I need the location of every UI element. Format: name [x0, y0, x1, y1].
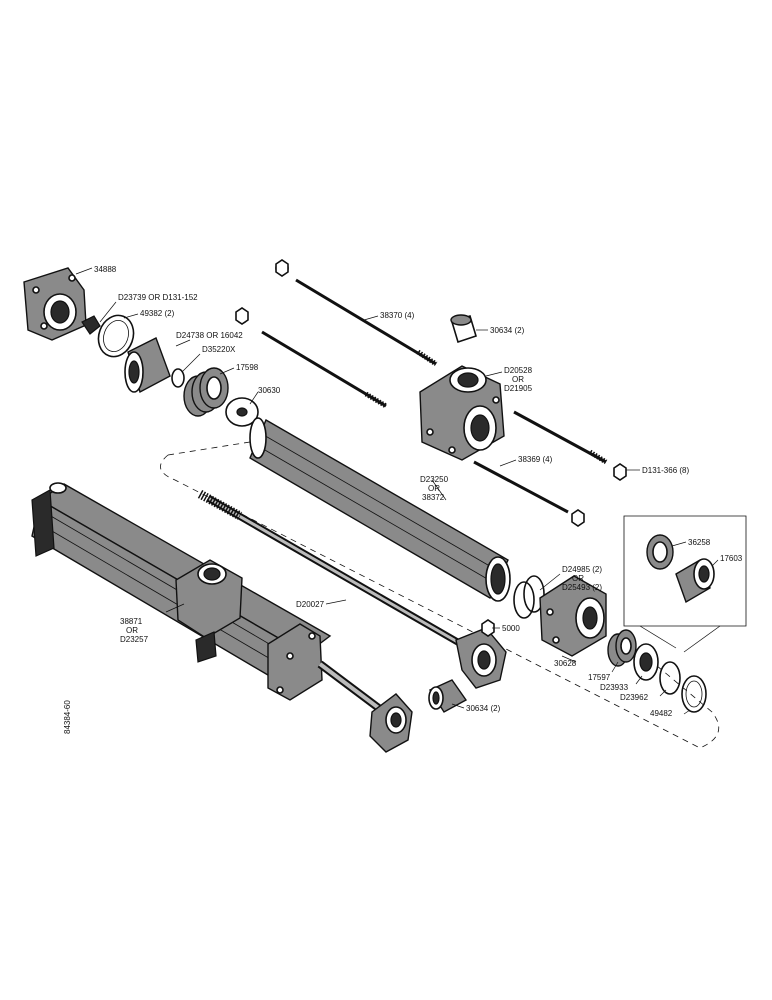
label-d20528: D20528	[504, 366, 533, 375]
label-34888: 34888	[94, 265, 117, 274]
part-36258-ring	[646, 534, 674, 570]
label-d20528-or: OR	[512, 375, 524, 384]
label-49482: 49482	[650, 709, 673, 718]
label-5000: 5000	[502, 624, 520, 633]
part-d24985-oring	[513, 575, 545, 619]
label-30628: 30628	[554, 659, 577, 668]
label-d23257: D23257	[120, 635, 149, 644]
label-d131-366: D131-366 (8)	[642, 466, 689, 475]
part-d35220x-oring	[171, 368, 185, 388]
label-d24985-or: OR	[572, 574, 584, 583]
label-17603: 17603	[720, 554, 743, 563]
part-d23739-fitting	[81, 315, 101, 335]
part-49482-ring	[681, 675, 707, 713]
part-d20528-crosshead	[419, 365, 505, 461]
label-d23739: D23739 OR D131-152	[118, 293, 198, 302]
part-38369-tie-rod-lower	[473, 460, 569, 514]
label-d23933: D23933	[600, 683, 629, 692]
label-38370: 38370 (4)	[380, 311, 415, 320]
part-d131-366-nut	[235, 259, 627, 527]
part-d23250-cylinder-tube	[249, 417, 511, 602]
part-d23933-ring	[633, 643, 659, 681]
part-30634-bushing-top	[450, 314, 477, 344]
label-d25493: D25493 (2)	[562, 583, 602, 592]
part-d20027-piston-rod	[197, 490, 507, 689]
part-17598-packing	[183, 367, 229, 417]
label-17597: 17597	[588, 673, 611, 682]
label-36258: 36258	[688, 538, 711, 547]
part-30630-washer	[225, 397, 259, 427]
part-17603-seal	[675, 558, 715, 604]
part-17597-packing	[607, 629, 637, 667]
label-d23250-or: OR	[428, 484, 440, 493]
label-d23250: D23250	[420, 475, 449, 484]
label-d35220x: D35220X	[202, 345, 236, 354]
label-d23962: D23962	[620, 693, 649, 702]
label-17598: 17598	[236, 363, 259, 372]
part-34888-bracket	[23, 267, 87, 341]
label-d21905: D21905	[504, 384, 533, 393]
label-38871-or: OR	[126, 626, 138, 635]
label-30630: 30630	[258, 386, 281, 395]
inset-box	[623, 515, 747, 653]
label-38372: 38372	[422, 493, 445, 502]
part-38871-assembled-cylinder	[31, 482, 413, 753]
part-5000-grease-fitting	[481, 619, 495, 637]
label-d24985: D24985 (2)	[562, 565, 602, 574]
leader-lines	[75, 267, 719, 715]
part-38369-tie-rod-upper	[513, 410, 608, 465]
label-d24738: D24738 OR 16042	[176, 331, 243, 340]
label-side-code: 84384-60	[63, 700, 72, 734]
assembly-dashed-loop	[160, 441, 720, 749]
label-30634-lower: 30634 (2)	[466, 704, 501, 713]
part-d23962-ring	[659, 661, 681, 695]
label-30634-top: 30634 (2)	[490, 326, 525, 335]
part-30628-head	[539, 575, 607, 657]
label-49382: 49382 (2)	[140, 309, 175, 318]
label-38369: 38369 (4)	[518, 455, 553, 464]
part-gland-cap	[124, 337, 171, 394]
part-30634-bushing-lower	[428, 679, 468, 713]
label-38871: 38871	[120, 617, 143, 626]
part-49382-ring	[97, 314, 135, 358]
label-d20027: D20027	[296, 600, 325, 609]
